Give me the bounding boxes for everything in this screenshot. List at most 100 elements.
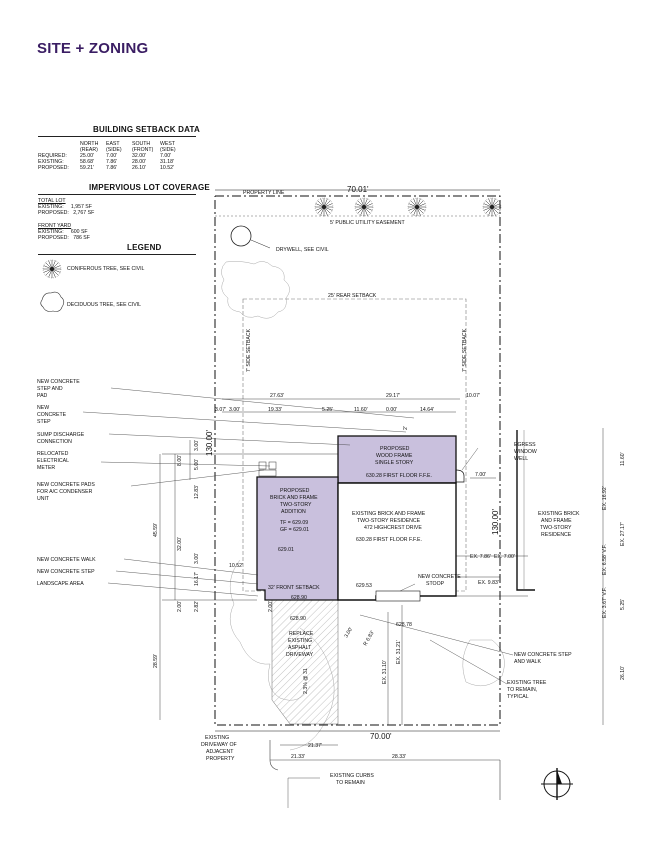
proposed-brick-line1: PROPOSED: [280, 488, 310, 494]
dim: EX. 27.17': [620, 522, 626, 546]
callout-step-3: STEP: [37, 419, 51, 425]
callout-meter-2: ELECTRICAL: [37, 458, 69, 464]
dim: 27.63': [270, 393, 284, 399]
dim: 5.25': [322, 407, 333, 413]
callout-pads-2: FOR A/C CONDENSER: [37, 489, 93, 495]
proposed-brick-line3: TWO-STORY: [280, 502, 312, 508]
proposed-brick-line2: BRICK AND FRAME: [270, 495, 318, 501]
ac-pad: [268, 461, 277, 470]
egress-line3: WELL: [514, 456, 528, 462]
setback-col-2: EAST(SIDE): [106, 141, 122, 153]
existing-res-line1: EXISTING BRICK AND FRAME: [352, 511, 426, 517]
adjacent-res-line2: AND FRAME: [541, 518, 572, 524]
egress-line2: WINDOW: [514, 449, 537, 455]
bottom-width-label: 70.00': [370, 732, 392, 741]
callout-meter-1: RELOCATED: [37, 451, 69, 457]
drywell-leader: [250, 239, 271, 249]
dim: 2.00': [268, 601, 274, 612]
dim: EX. 16.92': [602, 486, 608, 510]
page-title: SITE + ZONING: [37, 40, 149, 57]
dim: 11.60': [354, 407, 368, 413]
dim: 19.33': [268, 407, 282, 413]
dim: 32.00': [177, 537, 183, 551]
setback-title: BUILDING SETBACK DATA: [93, 125, 201, 134]
concrete-step: [258, 469, 277, 477]
adj-driveway-line3: ADJACENT: [206, 749, 234, 755]
dim: EX. 9.83': [478, 580, 499, 586]
dim: EX. 31.10': [382, 660, 388, 684]
depth-right-label: 130.00': [491, 509, 500, 535]
curb-lines: [269, 740, 501, 800]
proposed-wood-line3: SINGLE STORY: [375, 460, 414, 466]
setback-col-1: NORTH(REAR): [80, 141, 99, 153]
proposed-wood-ffe: 630.28 FIRST FLOOR F.F.E.: [366, 473, 432, 479]
dim: 28.59': [153, 654, 159, 668]
callout-walk: NEW CONCRETE WALK: [37, 557, 96, 563]
dim: R 6.83': [363, 630, 376, 647]
side-setback-right-label: 7' SIDE SETBACK: [462, 328, 468, 372]
driveway-slope: 2.3% @ 31: [303, 668, 309, 694]
setback-col-4: WEST(SIDE): [160, 141, 176, 153]
dim: 16.17': [194, 572, 200, 586]
egress-line1: EGRESS: [514, 442, 536, 448]
coniferous-tree-icon: [354, 197, 374, 217]
adj-driveway-line1: EXISTING: [205, 735, 229, 741]
dim: 3.00': [229, 407, 240, 413]
dim: 21.37': [308, 743, 322, 749]
impervious-title: IMPERVIOUS LOT COVERAGE: [89, 183, 210, 192]
dimension-lines: [159, 398, 604, 761]
setback-table: NORTH(REAR) EAST(SIDE) SOUTH(FRONT) WEST…: [38, 141, 186, 171]
dim: 26.10': [620, 666, 626, 680]
driveway-line4: DRIVEWAY: [286, 652, 314, 658]
adjacent-res-line1: EXISTING BRICK: [538, 511, 580, 517]
elev-629-01: 629.01: [278, 547, 294, 553]
top-width-label: 70.01': [347, 185, 369, 194]
side-setback-left-label: 7' SIDE SETBACK: [246, 328, 252, 372]
dim: 21.33': [291, 754, 305, 760]
table-row: PROPOSED:59.21'7.86'26.10'10.52': [38, 165, 174, 171]
dim: EX. 6.58' V.F.: [602, 544, 608, 575]
callout-leaders: [82, 387, 514, 808]
adj-driveway-line4: PROPERTY: [206, 756, 235, 762]
callout-step2: NEW CONCRETE STEP: [37, 569, 95, 575]
impervious-title-rule: [38, 194, 196, 195]
callout-step-pad-1: NEW CONCRETE: [37, 379, 80, 385]
callout-step-walk-1: NEW CONCRETE STEP: [514, 652, 572, 658]
dim: 28.33': [392, 754, 406, 760]
callout-landscape: LANDSCAPE AREA: [37, 581, 84, 587]
dim: EX. 31.21': [396, 640, 402, 664]
depth-left-label: 130.00': [205, 430, 214, 456]
egress-window-well: [455, 469, 465, 483]
dim: 0.00': [386, 407, 397, 413]
proposed-wood-frame: [337, 435, 457, 484]
elev-628-90a: 628.90: [291, 595, 307, 601]
proposed-brick-line4: ADDITION: [281, 509, 306, 515]
setback-title-rule: [38, 136, 196, 137]
callout-tree-2: TO REMAIN,: [507, 687, 537, 693]
existing-res-ffe: 630.28 FIRST FLOOR F.F.E.: [356, 537, 422, 543]
deciduous-tree-icon: [40, 291, 65, 312]
proposed-brick-addition: [256, 476, 339, 601]
stoop-line1: NEW CONCRETE: [418, 574, 461, 580]
dim: 3.07': [215, 407, 226, 413]
legend-title: LEGEND: [127, 243, 162, 252]
existing-res-line3: 472 HIGHCREST DRIVE: [364, 525, 422, 531]
setback-col-3: SOUTH(FRONT): [132, 141, 154, 153]
callout-tree-1: EXISTING TREE: [507, 680, 547, 686]
property-line: [214, 195, 501, 726]
dim: 2': [403, 426, 409, 430]
callout-step-pad-3: PAD: [37, 393, 48, 399]
callout-meter-3: METER: [37, 465, 55, 471]
callout-sump-2: CONNECTION: [37, 439, 72, 445]
proposed-brick-gf: GF = 629.01: [280, 527, 309, 533]
dim: 2.00': [177, 601, 183, 612]
property-line-label: PROPERTY LINE: [243, 190, 285, 196]
legend-title-rule: [38, 254, 196, 255]
dim: EX. 3.67' V.F.: [602, 587, 608, 618]
table-row: REQUIRED:25.00'7.00'32.00'7.00': [38, 153, 172, 159]
dim: 3.00': [344, 626, 355, 639]
dim: 29.17': [386, 393, 400, 399]
adjacent-res-line3: TWO-STORY: [540, 525, 572, 531]
callout-pads-1: NEW CONCRETE PADS: [37, 482, 95, 488]
dim: 7.00': [475, 472, 486, 478]
